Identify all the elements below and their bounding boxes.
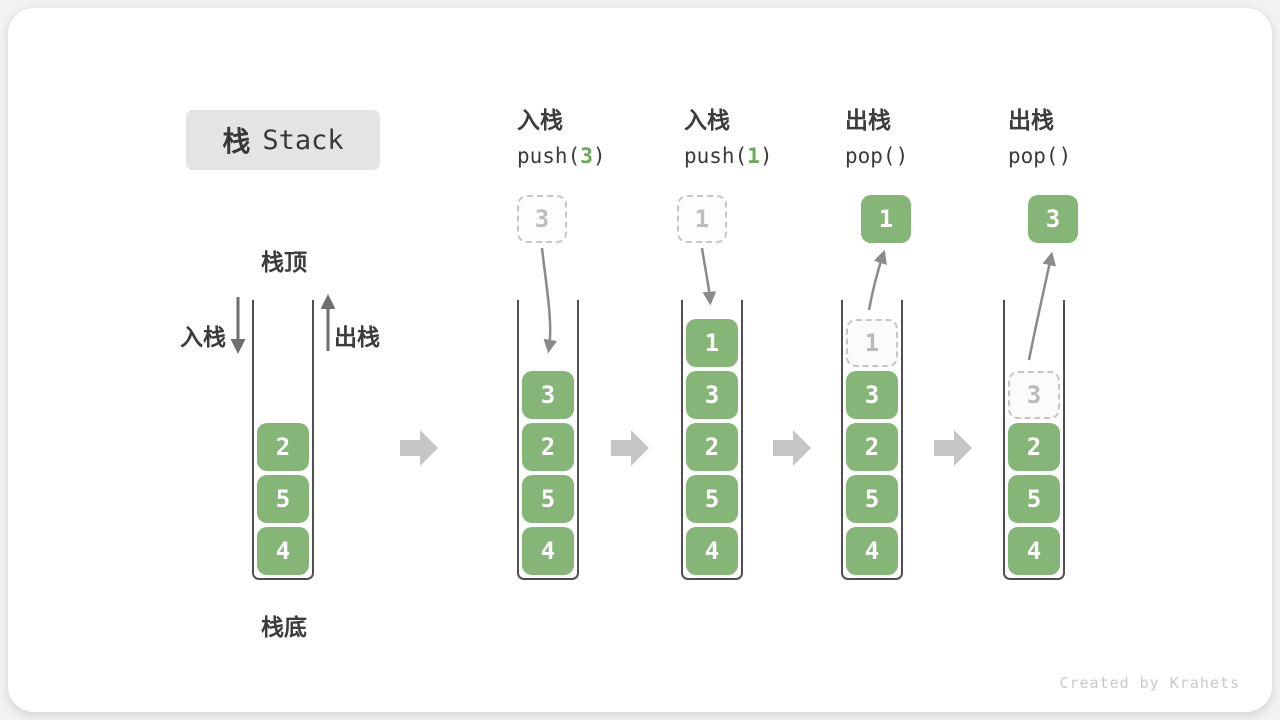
op-code-text: pop() — [845, 139, 908, 174]
incoming-value-box: 1 — [677, 195, 727, 243]
code-suffix: ) — [592, 144, 606, 168]
code-suffix: ) — [895, 144, 909, 168]
push-side-label: 入栈 — [180, 325, 226, 351]
stack-cell: 5 — [1008, 475, 1060, 523]
code-prefix: push( — [684, 144, 748, 168]
step-arrow-icon — [400, 430, 438, 466]
code-suffix: ) — [1058, 144, 1072, 168]
stack-cell: 5 — [522, 475, 574, 523]
stack-cell: 5 — [257, 475, 309, 523]
stack-2-container: 3 2 5 4 — [517, 300, 579, 580]
title-badge: 栈 Stack — [186, 110, 380, 170]
ghost-cell: 3 — [1008, 371, 1060, 419]
stack-cell: 5 — [686, 475, 738, 523]
step-arrow-icon — [934, 430, 972, 466]
incoming-value-box: 3 — [517, 195, 567, 243]
stack-3-container: 1 3 2 5 4 — [681, 300, 743, 580]
code-prefix: pop( — [1008, 144, 1059, 168]
op-code-text: pop() — [1008, 139, 1071, 174]
stack-cell: 3 — [522, 371, 574, 419]
footer-credit: Created by Krahets — [1059, 674, 1240, 692]
op-label-push-3: 入栈 push(3) — [517, 104, 606, 174]
op-action-text: 出栈 — [1008, 108, 1054, 134]
stack-cell: 2 — [846, 423, 898, 471]
op-action-text: 入栈 — [517, 108, 563, 134]
code-prefix: pop( — [845, 144, 896, 168]
popped-value-box: 1 — [861, 195, 911, 243]
stack-cell: 3 — [686, 371, 738, 419]
code-arg: 3 — [580, 144, 593, 168]
ghost-cell: 1 — [846, 319, 898, 367]
stack-cell: 4 — [1008, 527, 1060, 575]
op-action-text: 出栈 — [845, 108, 891, 134]
popped-value-box: 3 — [1028, 195, 1078, 243]
pop-side-label: 出栈 — [334, 325, 380, 351]
step-arrow-icon — [773, 430, 811, 466]
op-action-text: 入栈 — [684, 108, 730, 134]
op-label-pop-2: 出栈 pop() — [1008, 104, 1071, 174]
stack-cell: 5 — [846, 475, 898, 523]
title-en-text: Stack — [262, 124, 344, 156]
stack-cell: 4 — [522, 527, 574, 575]
stack-cell: 2 — [686, 423, 738, 471]
stack-cell: 2 — [257, 423, 309, 471]
stack-cell: 3 — [846, 371, 898, 419]
op-code-text: push(3) — [517, 139, 606, 174]
code-prefix: push( — [517, 144, 581, 168]
title-zh-text: 栈 — [222, 125, 251, 158]
stack-cell: 4 — [846, 527, 898, 575]
stack-cell: 2 — [1008, 423, 1060, 471]
stack-1-container: 2 5 4 — [252, 300, 314, 580]
stack-cell: 1 — [686, 319, 738, 367]
stack-cell: 4 — [257, 527, 309, 575]
push-arrow-2 — [700, 247, 717, 306]
op-code-text: push(1) — [684, 139, 773, 174]
stack-cell: 4 — [686, 527, 738, 575]
stack-5-container: 3 2 5 4 — [1003, 300, 1065, 580]
op-label-pop-1: 出栈 pop() — [845, 104, 908, 174]
stack-cell: 2 — [522, 423, 574, 471]
code-arg: 1 — [747, 144, 760, 168]
stack-bottom-label: 栈底 — [261, 615, 307, 641]
code-suffix: ) — [759, 144, 773, 168]
step-arrow-icon — [611, 430, 649, 466]
stack-4-container: 1 3 2 5 4 — [841, 300, 903, 580]
op-label-push-1: 入栈 push(1) — [684, 104, 773, 174]
stack-top-label: 栈顶 — [261, 250, 307, 276]
